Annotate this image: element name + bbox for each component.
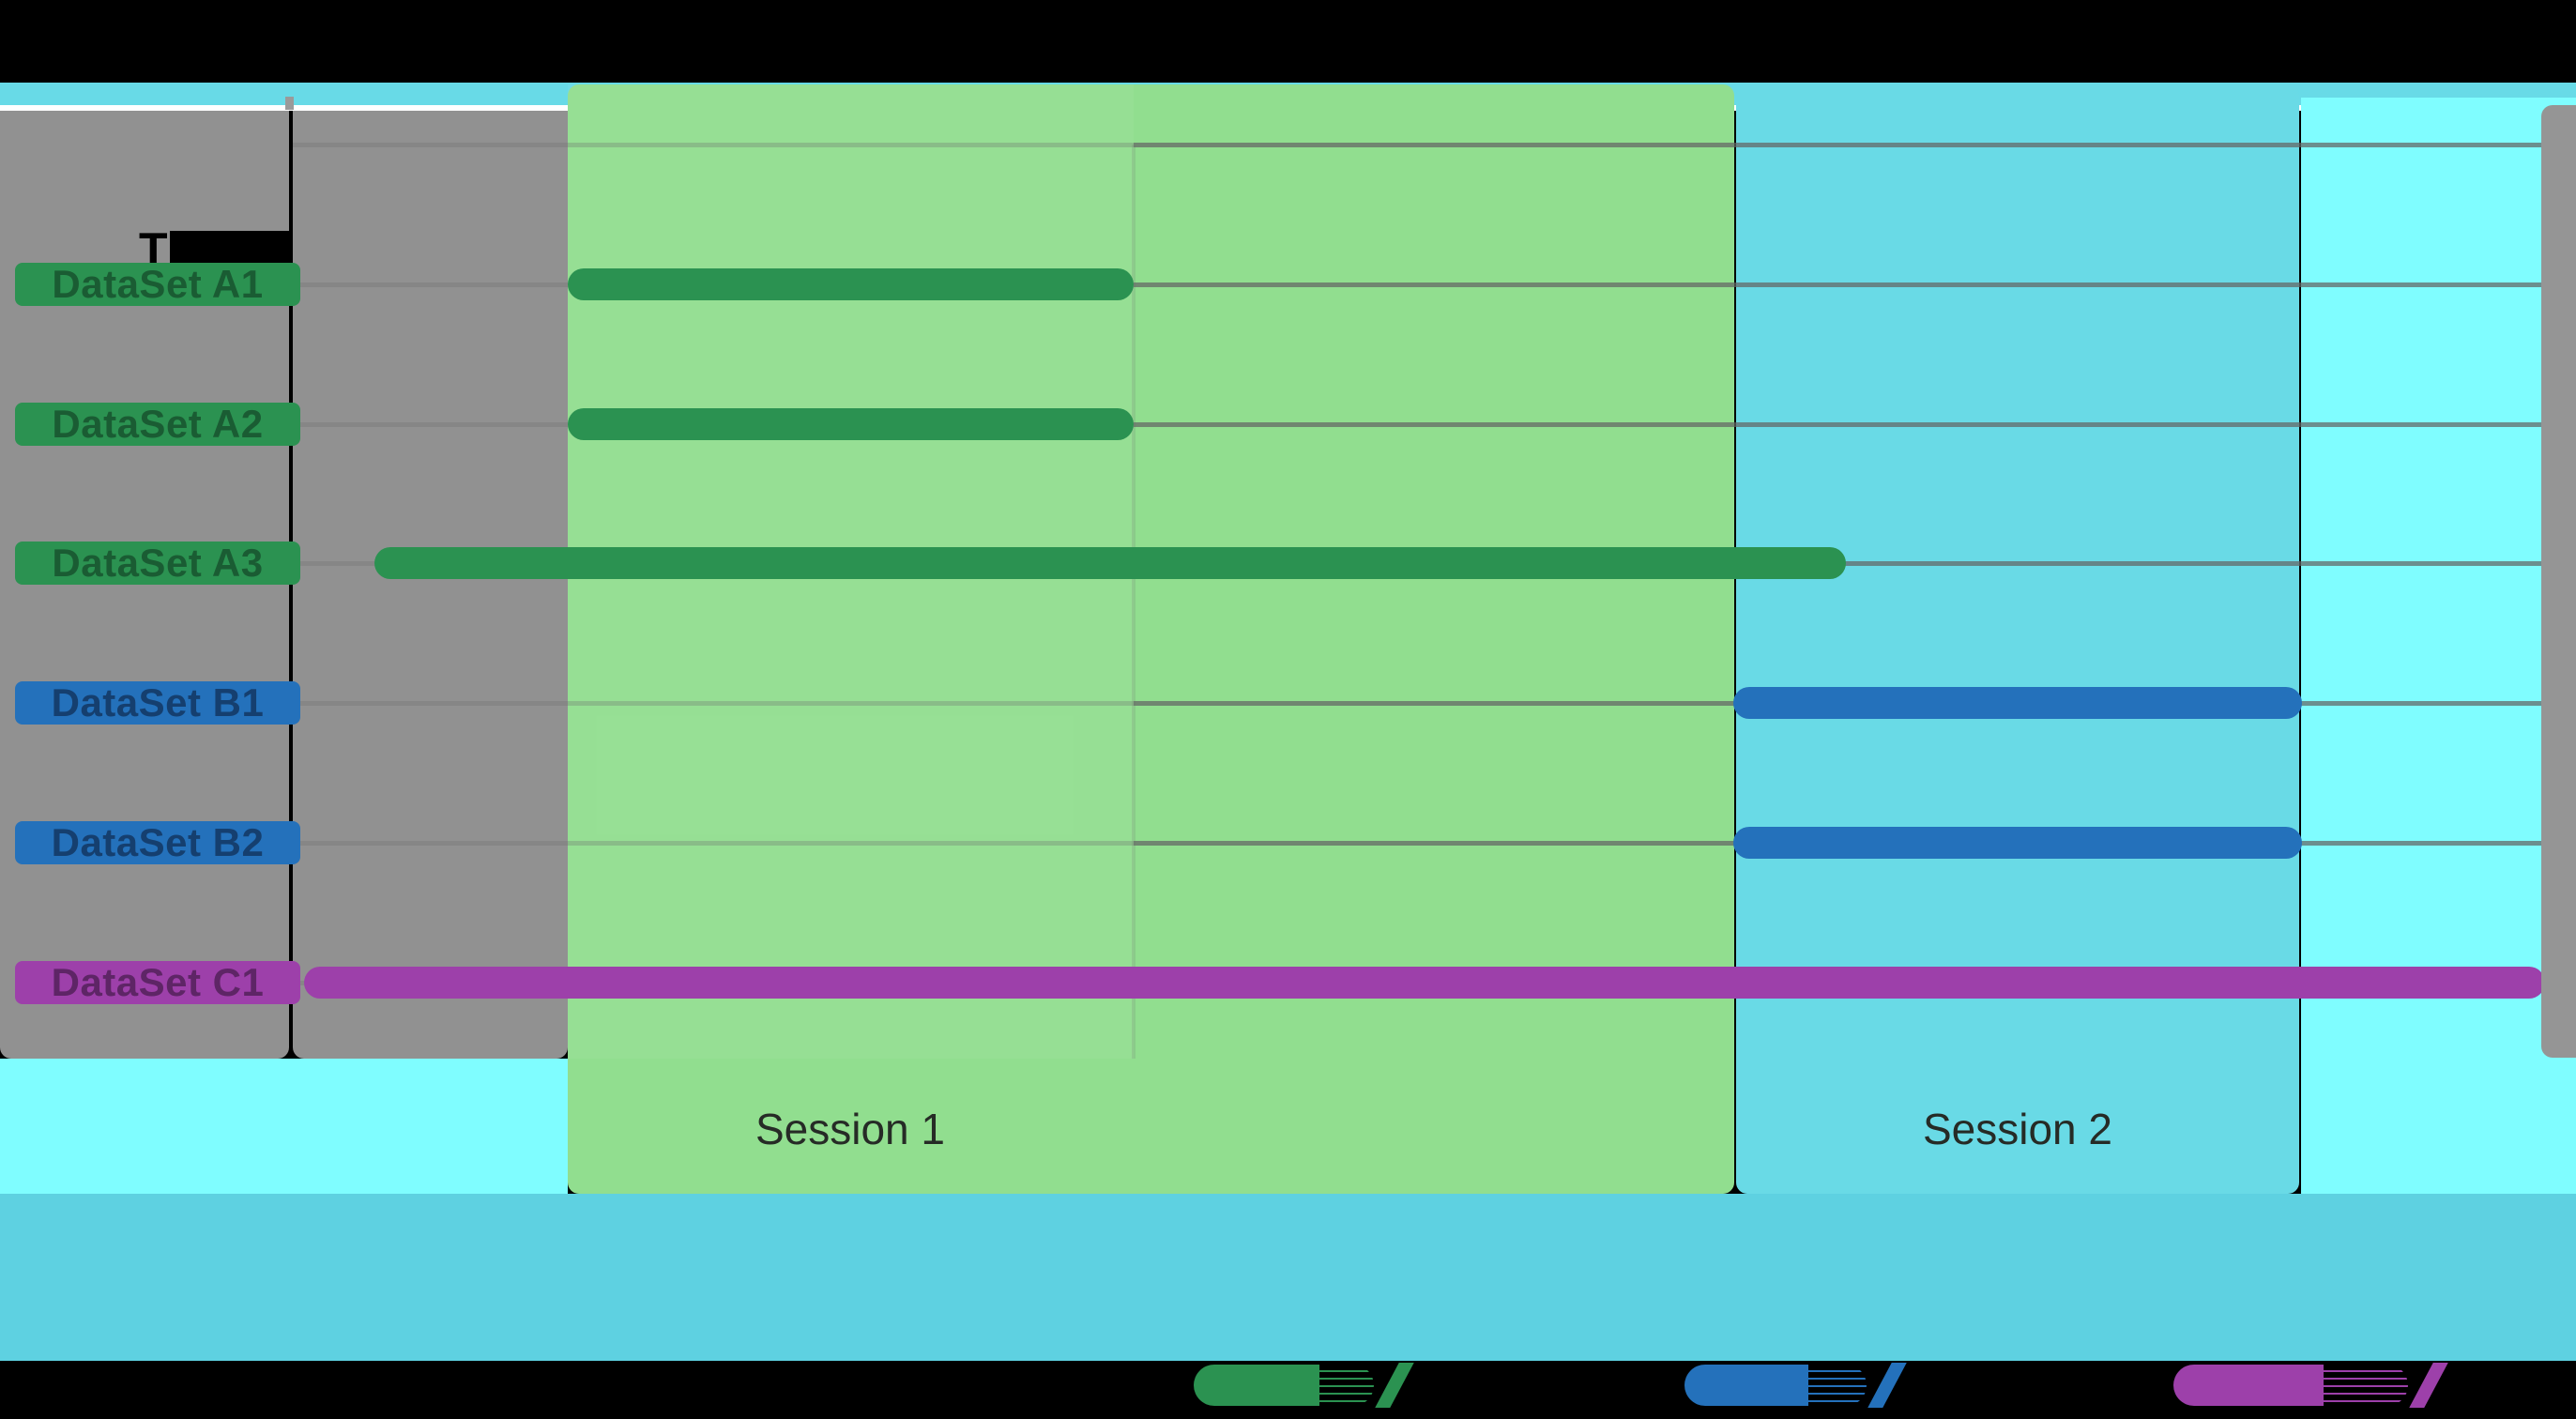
- row-label-dataset-a1: DataSet A1: [15, 262, 300, 306]
- column-header: T: [139, 226, 309, 273]
- vertical-gridline: [1132, 145, 1136, 1059]
- gantt-bar-dataset-b2: [1733, 827, 2302, 859]
- right-background-band: [2301, 98, 2576, 1194]
- gridline-right-row3: [1134, 561, 2576, 566]
- legend-item-series-c: [2173, 1363, 2448, 1408]
- right-edge-panel: [2541, 105, 2576, 1058]
- row-label-dataset-c1: DataSet C1: [15, 960, 300, 1004]
- legend-swatch-redaction-stripes: [1319, 1365, 1383, 1406]
- column-header-redacted-text: [169, 231, 309, 267]
- row-label-dataset-a2: DataSet A2: [15, 402, 300, 446]
- axis-tick: [285, 97, 294, 110]
- gridline-right-row2: [1134, 422, 2576, 427]
- gantt-bar-dataset-c1: [304, 967, 2545, 999]
- legend-item-series-a: [1194, 1363, 1414, 1408]
- row-label-dataset-b2: DataSet B2: [15, 820, 300, 864]
- gridline-left-row4: [293, 701, 1134, 706]
- legend-swatch-redaction-stripes: [1808, 1365, 1876, 1406]
- gridline-right-row1: [1134, 282, 2576, 287]
- legend-item-series-b: [1684, 1363, 1907, 1408]
- row-label-dataset-b1: DataSet B1: [15, 680, 300, 725]
- gridline-right-row0: [1134, 143, 2576, 147]
- session-label-1: Session 1: [755, 1105, 945, 1153]
- bottom-left-background-band: [0, 1059, 568, 1194]
- session-band-2: [1736, 84, 2299, 1194]
- legend-swatch-redaction-stripes: [2324, 1365, 2417, 1406]
- row-label-dataset-a3: DataSet A3: [15, 541, 300, 585]
- bottom-accent-band: [0, 1194, 2576, 1361]
- session-label-2: Session 2: [1922, 1105, 2112, 1153]
- gantt-bar-dataset-a1: [568, 268, 1134, 300]
- gridline-left-row0: [293, 143, 1134, 147]
- plot-pre-session-area: [293, 111, 568, 1059]
- gantt-bar-dataset-b1: [1733, 687, 2302, 719]
- gridline-left-row5: [293, 841, 1134, 846]
- gantt-bar-dataset-a2: [568, 408, 1134, 440]
- gantt-bar-dataset-a3: [374, 547, 1846, 579]
